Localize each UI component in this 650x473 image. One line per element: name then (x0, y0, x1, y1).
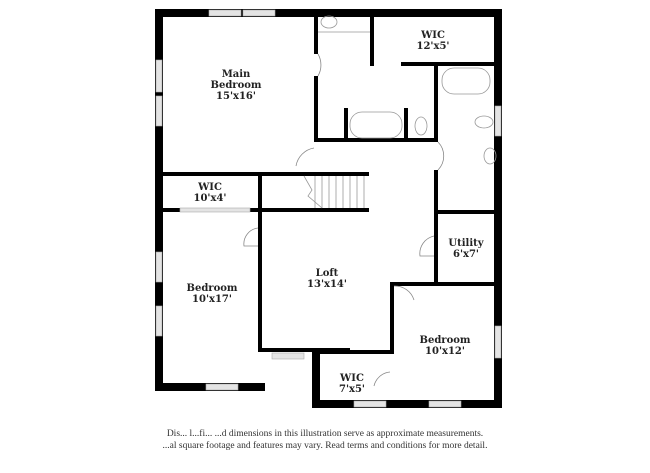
room-label-wic-left: WIC 10'x4' (193, 182, 227, 204)
windows (155, 9, 502, 408)
room-label-utility: Utility 6'x7' (448, 238, 484, 260)
disclaimer-line-1: Dis... l...fi... ...d dimensions in this… (166, 429, 484, 439)
disclaimer: Dis... l...fi... ...d dimensions in this… (0, 428, 650, 452)
room-label-wic-main: WIC 12'x5' (416, 30, 450, 52)
disclaimer-line-2: ...al square footage and features may va… (162, 441, 488, 451)
doors (243, 53, 445, 387)
room-label-loft: Loft 13'x14' (307, 268, 347, 290)
room-label-main-bedroom: Main Bedroom 15'x16' (210, 69, 262, 102)
interior-walls (163, 14, 498, 354)
room-label-bedroom-right: Bedroom 10'x12' (419, 335, 471, 357)
bath-fixtures (318, 15, 497, 165)
room-label-wic-small: WIC 7'x5' (338, 373, 366, 395)
stairs (303, 175, 365, 209)
room-label-bedroom-left: Bedroom 10'x17' (186, 283, 238, 305)
